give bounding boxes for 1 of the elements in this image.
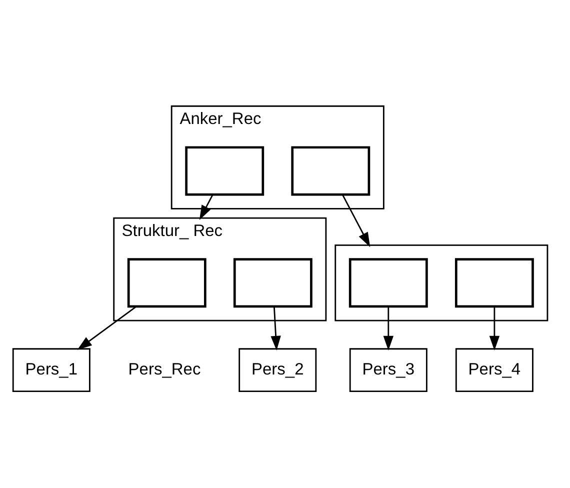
- label: Pers_Rec: [128, 360, 201, 378]
